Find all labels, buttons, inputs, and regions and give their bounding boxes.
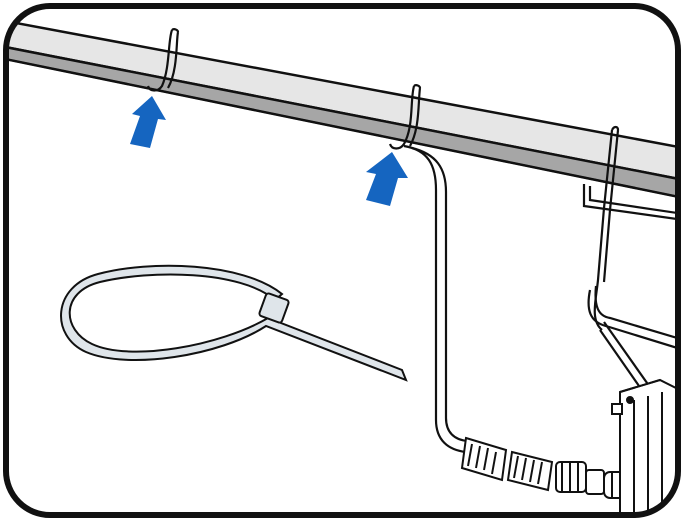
cable — [403, 144, 469, 454]
scene — [8, 18, 676, 513]
rail-cable-tie-2 — [388, 84, 422, 150]
up-arrow-icon — [130, 96, 166, 148]
rail-cable-tie-1 — [146, 28, 180, 92]
cable-tie-icon — [60, 264, 408, 382]
hanging-bracket — [582, 125, 676, 397]
up-arrow-icon — [366, 152, 408, 206]
device-box — [611, 378, 676, 513]
frame-border — [3, 3, 681, 518]
